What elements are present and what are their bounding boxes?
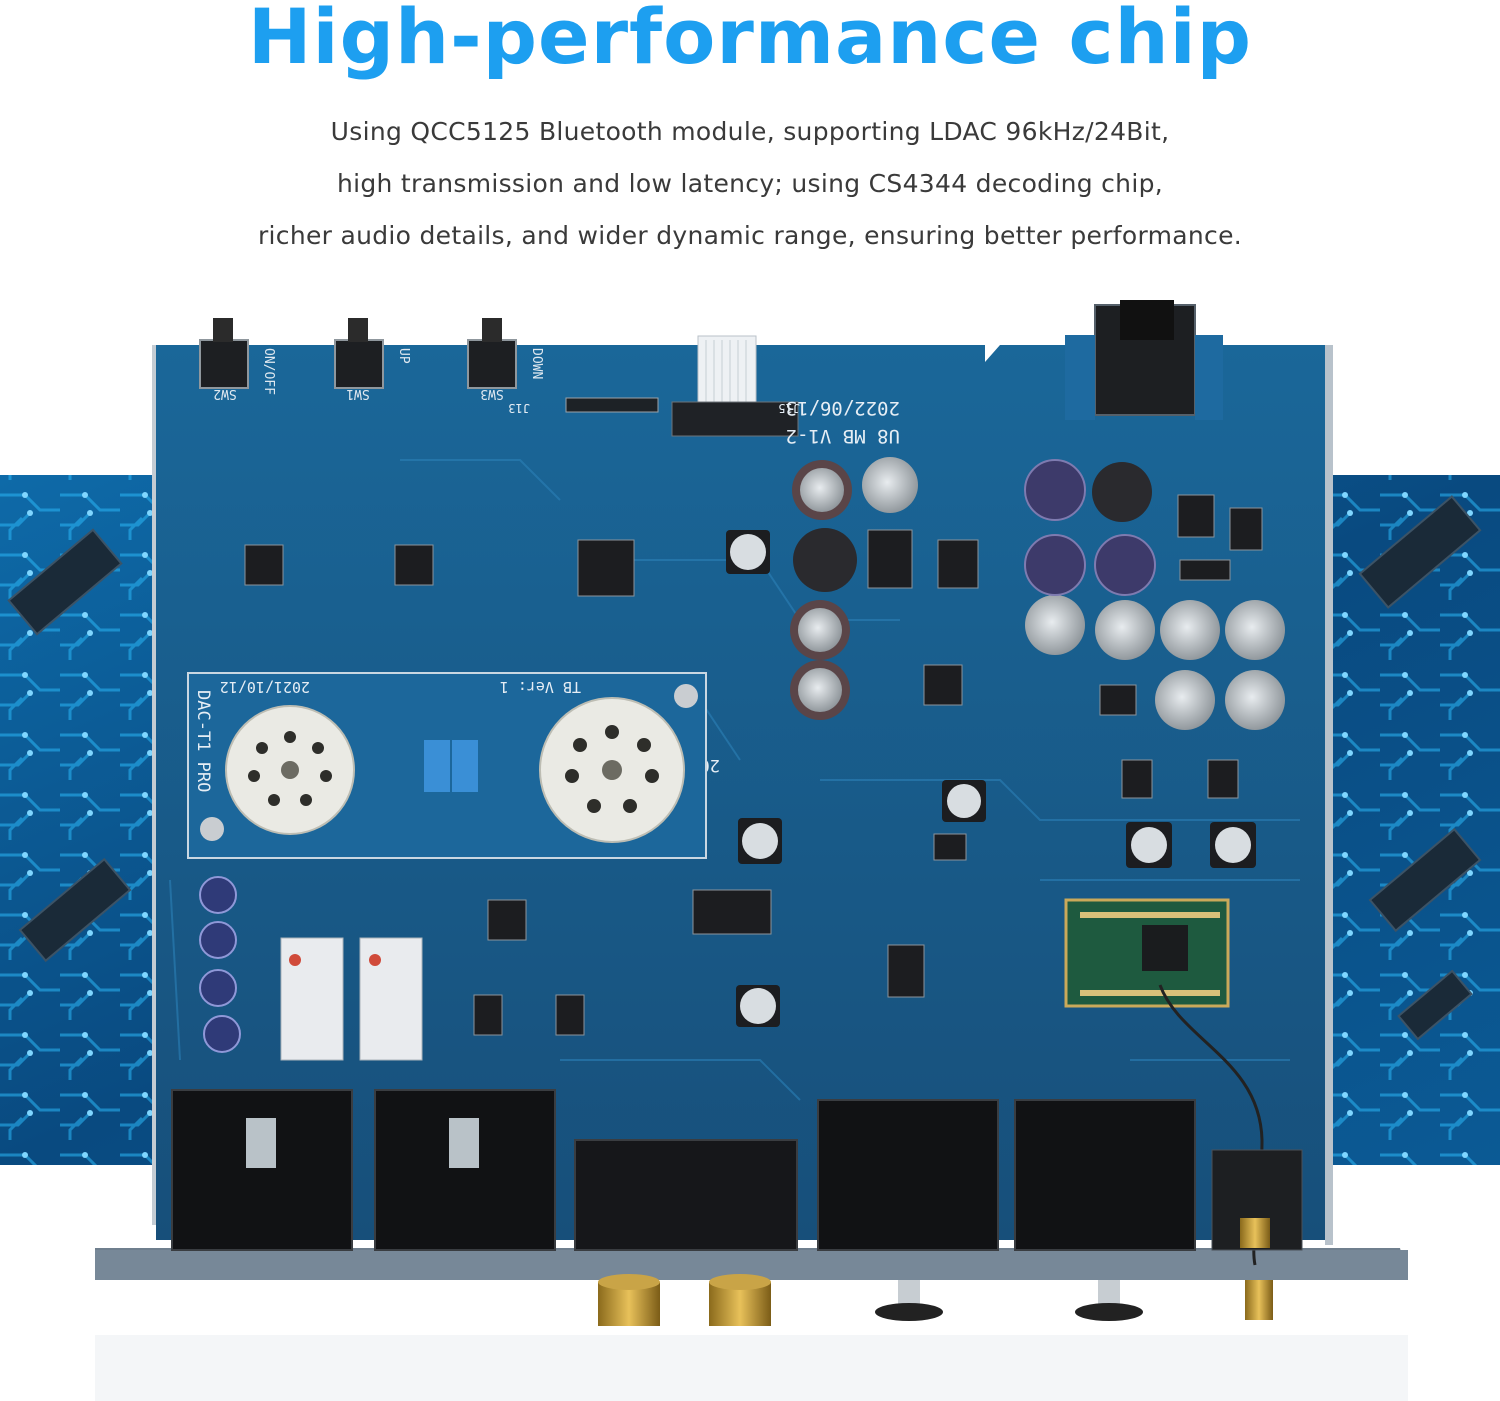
description-line-3: richer audio details, and wider dynamic …: [257, 221, 1243, 250]
label-main-date: 2022/06/13: [786, 397, 900, 419]
smd-capacitors: [726, 530, 1256, 1027]
capacitors: [199, 457, 1285, 1053]
xlr-connectors: [171, 1089, 1196, 1251]
label-j13: J13: [508, 401, 530, 415]
tactile-switches: [199, 318, 517, 389]
description: Using QCC5125 Bluetooth module, supporti…: [0, 110, 1500, 266]
bluetooth-module: [1064, 898, 1264, 1266]
tube-board: DAC-T1 PRO 2021/10/12 TB Ver: 1: [187, 672, 707, 859]
label-j15: J15: [778, 401, 800, 415]
ribbon-cable: [565, 335, 799, 437]
dac-board-illustration: ON/OFF UP DOWN SW2 SW1 SW3 2022/06/13 U8…: [0, 300, 1500, 1401]
label-main-model: U8 MB V1-2: [786, 425, 900, 447]
label-tube-date: 2021/10/12: [220, 678, 310, 696]
label-sw3: SW3: [480, 386, 503, 401]
label-tube-ver: TB Ver: 1: [500, 678, 581, 696]
label-sw2: SW2: [213, 386, 236, 401]
label-on-off: ON/OFF: [261, 348, 276, 395]
label-tube-model: DAC-T1 PRO: [193, 690, 213, 792]
sma-connector: [1211, 1149, 1303, 1320]
headphone-jack: [1065, 300, 1223, 420]
relays: [280, 937, 423, 1061]
description-line-2: high transmission and low latency; using…: [336, 169, 1163, 198]
product-photo: ON/OFF UP DOWN SW2 SW1 SW3 2022/06/13 U8…: [0, 290, 1500, 1401]
label-sw1: SW1: [346, 386, 369, 401]
rca-block: [574, 1139, 798, 1326]
label-down: DOWN: [529, 348, 544, 379]
label-up: UP: [396, 348, 411, 364]
ic-chips: [244, 494, 1263, 1036]
description-line-1: Using QCC5125 Bluetooth module, supporti…: [330, 117, 1170, 146]
chassis-feet: [875, 1280, 1143, 1321]
headline: High-performance chip: [247, 0, 1253, 81]
